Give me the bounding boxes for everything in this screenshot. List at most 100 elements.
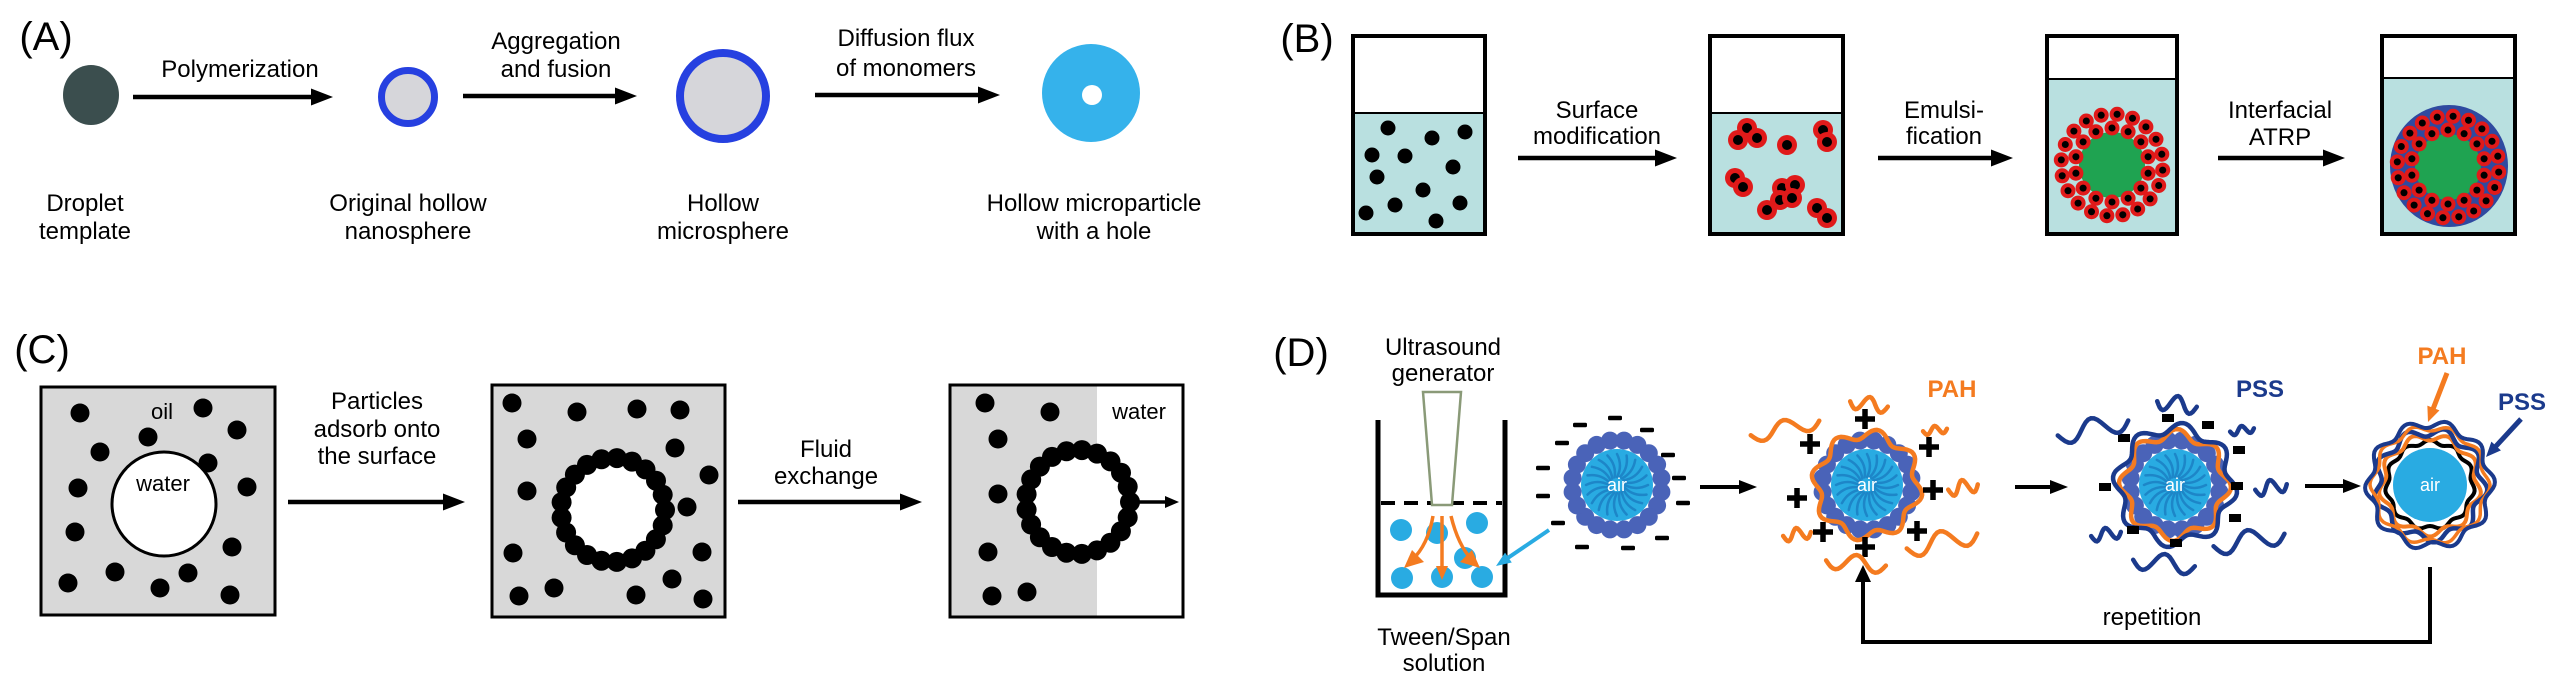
particle-dot (978, 542, 998, 562)
micelle-3-surfactant-tail (2155, 490, 2172, 512)
micelle-3-surfactant-tail (2178, 458, 2195, 480)
emulsion-ring-dot-core (2146, 195, 2154, 203)
adsorbed-particle (606, 551, 627, 572)
minus-charge-square (2162, 414, 2174, 422)
panel-a-label: (A) (19, 15, 72, 59)
minus-charge-square (2231, 482, 2243, 490)
nanoparticle-dot (1424, 130, 1440, 146)
modified-particle-core (1822, 137, 1832, 147)
minus-charge (1555, 440, 1569, 446)
emulsion-ring-dot-core (2057, 156, 2065, 164)
micelle-2-surfactant-tail (1855, 491, 1866, 516)
emulsion-ring-dot-core (2397, 142, 2405, 151)
air-bubble (1471, 566, 1493, 588)
emulsion-ring-dot-core (2092, 194, 2100, 202)
emulsion-ring-dot-core (2137, 138, 2145, 146)
particle-dot (544, 578, 564, 598)
panel-a-step-label: of monomers (836, 55, 976, 82)
emulsion-ring-dot-core (2473, 186, 2481, 194)
plus-charge (1862, 537, 1868, 557)
panel-b-step-label: fication (1906, 123, 1982, 150)
particle-dot (626, 585, 646, 605)
panel-b-step-label: Emulsi- (1904, 97, 1984, 124)
adsorbed-particle (1087, 540, 1107, 561)
air-bubble (1390, 519, 1412, 541)
micelle-1-surfactant-head (1563, 483, 1582, 501)
minus-charge (1640, 427, 1654, 433)
emulsion-ring-dot-core (2394, 174, 2402, 182)
flow-arrow-left-head (1404, 550, 1424, 568)
pah-strand (1823, 552, 1889, 576)
micelle-2-surfactant-tail (1872, 465, 1894, 482)
emulsion-ring-dot-core (2072, 153, 2080, 161)
emulsion-ring-dot-core (2464, 116, 2473, 124)
air-bubble (1466, 512, 1488, 534)
micelle-3-surfactant-tail (2148, 465, 2170, 482)
plus-charge (1926, 437, 1932, 457)
modified-particle-core (1742, 123, 1752, 133)
particle-dot (662, 569, 682, 589)
micelle-1-surfactant-head (1652, 469, 1671, 487)
flow-arrow-right-head (1460, 550, 1480, 568)
pah-layer-ring (2116, 426, 2234, 544)
emulsion-ring-dot-core (2134, 205, 2142, 213)
micelle-3-surfactant-tail (2163, 491, 2174, 516)
emulsion-ring-dot-core (2491, 183, 2499, 192)
pss-strand (2227, 423, 2257, 438)
panel-c-step-label: exchange (774, 463, 878, 490)
panel-a-caption: nanosphere (345, 218, 472, 245)
emulsion-ring-dot-core (2108, 198, 2116, 206)
micelle-1-surfactant-tail (1597, 458, 1614, 480)
panel-c-step-arrow-head (900, 493, 922, 511)
micelle-2-surfactant-tail (1862, 491, 1869, 518)
emulsion-ring-dot-core (2439, 214, 2447, 222)
exit-arrow-head (1165, 496, 1179, 508)
panel-d-label: (D) (1273, 331, 1329, 375)
pah-pointer-arrow-head (2427, 405, 2440, 422)
emulsion-ring-dot-core (2070, 127, 2078, 135)
particle-dot (699, 465, 719, 485)
panel-b-step-label: ATRP (2249, 124, 2311, 151)
tween-span-label: Tween/Span (1377, 624, 1510, 651)
particle-dot (975, 393, 995, 413)
emulsion-ring-dot-core (2142, 123, 2150, 131)
emulsion-ring-dot-core (2418, 119, 2426, 127)
modified-particle-core (1787, 193, 1797, 203)
particle-dot (58, 573, 78, 593)
micelle-2-surfactant-tail (1870, 458, 1887, 480)
plus-charge (1930, 480, 1936, 500)
adsorbed-particle (655, 500, 675, 520)
emulsion-ring-dot-core (2061, 140, 2069, 149)
panel-a-step-label: Polymerization (161, 56, 318, 83)
ultrasound-generator-label: Ultrasound (1385, 334, 1501, 361)
minus-charge-square (2127, 526, 2139, 534)
minus-charge-square (2170, 539, 2182, 547)
bubble-pointer-arrow-shaft (1506, 528, 1551, 560)
micelle-2-surfactant-tail (1867, 491, 1878, 516)
microparticle-hole (1082, 85, 1102, 105)
micelle-2-air-label: air (1857, 475, 1877, 495)
panel-a-step-label: Aggregation (491, 28, 620, 55)
modified-particle-core (1762, 205, 1772, 215)
emulsion-ring-dot-core (2144, 153, 2152, 161)
hollow-interior (1026, 450, 1130, 554)
micelle-1-surfactant-tail (1612, 491, 1619, 518)
pss-pointer-label: PSS (2498, 389, 2546, 416)
micelle-3-surfactant-tail (2181, 483, 2208, 490)
micelle-1-surfactant-tail (1586, 473, 1611, 484)
particle-dot (567, 402, 587, 422)
panel-b-step-label: Surface (1556, 97, 1639, 124)
emulsion-ring-dot-core (2415, 140, 2423, 148)
micelle-2-surfactant-tail (1868, 454, 1879, 479)
panel-d-step-arrow-head (1739, 480, 1757, 494)
minus-charge-square (2099, 483, 2111, 491)
plus-charge (1794, 488, 1800, 508)
emulsion-ring-dot-core (2478, 125, 2486, 133)
adsorbed-particle (1117, 476, 1138, 497)
micelle-1-surfactant-tail (1620, 490, 1637, 512)
panel-c-label: (C) (14, 328, 70, 372)
micelle-2-surfactant-tail (1856, 454, 1867, 479)
repetition-arrow-head (1855, 565, 1871, 582)
micelle-1-surfactant-tail (1584, 480, 1611, 487)
pss-strand (2088, 525, 2124, 544)
